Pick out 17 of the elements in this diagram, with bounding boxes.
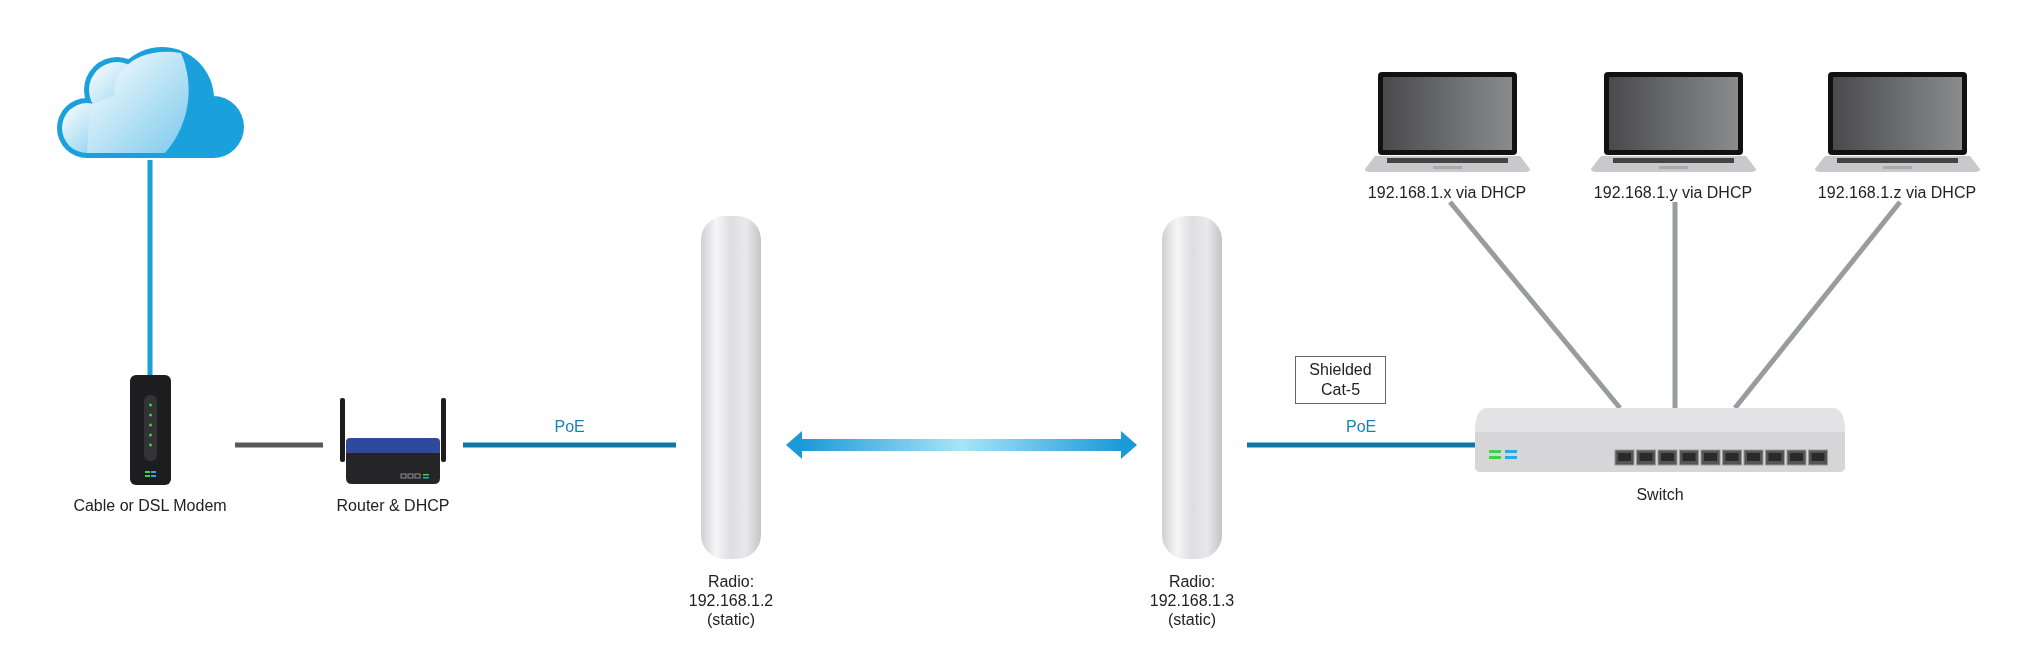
arrow bbox=[786, 431, 1137, 459]
cable-line bbox=[1672, 202, 1678, 408]
cable-line bbox=[463, 442, 676, 448]
device-label: Cable or DSL Modem bbox=[73, 496, 227, 515]
device-label: 192.168.1.x via DHCP bbox=[1367, 183, 1527, 202]
cable-line bbox=[1448, 200, 1622, 410]
device-label: Radio: 192.168.1.3 (static) bbox=[1148, 572, 1236, 629]
cable-line bbox=[147, 160, 153, 375]
cable-line bbox=[1247, 442, 1475, 448]
device-label: Switch bbox=[1636, 485, 1684, 504]
device-label: Radio: 192.168.1.2 (static) bbox=[687, 572, 775, 629]
cable-line bbox=[1733, 200, 1902, 410]
device-label: Router & DHCP bbox=[336, 496, 450, 515]
device-label: 192.168.1.y via DHCP bbox=[1593, 183, 1753, 202]
cable-line bbox=[235, 442, 323, 448]
device-label: 192.168.1.z via DHCP bbox=[1817, 183, 1977, 202]
cable-note: Shielded Cat-5 bbox=[1295, 356, 1386, 404]
